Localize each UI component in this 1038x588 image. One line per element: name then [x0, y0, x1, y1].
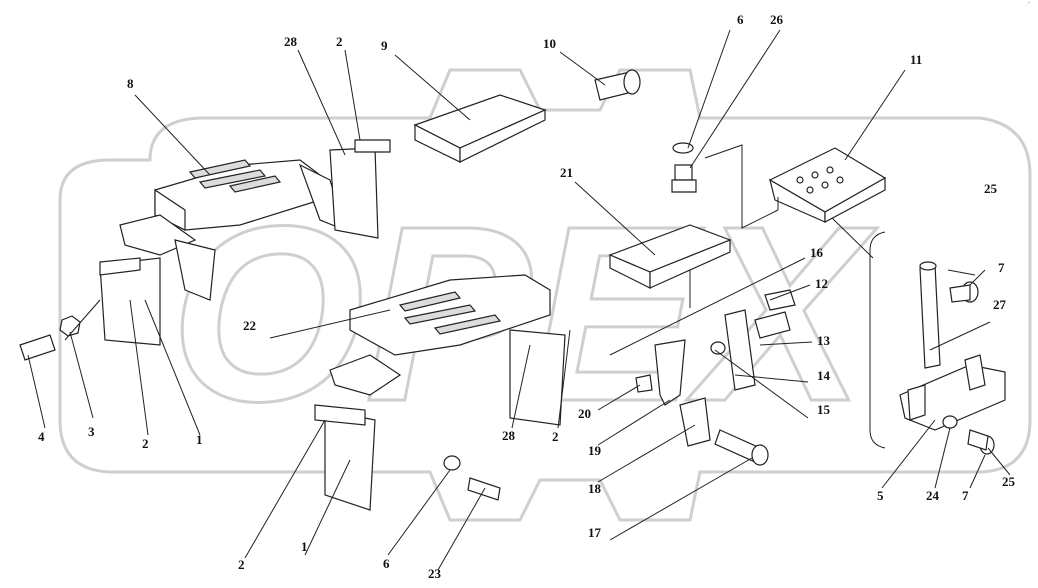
callout-5: 5 [877, 488, 884, 503]
callout-9: 9 [381, 38, 388, 53]
callout-25-bottom: 25 [1002, 474, 1016, 489]
step-plate-21 [608, 224, 732, 289]
callout-7-top: 7 [998, 260, 1005, 275]
mudflap-plate-top [329, 139, 391, 239]
callout-22: 22 [243, 318, 256, 333]
callout-16: 16 [810, 245, 824, 260]
center-fender-assembly [314, 274, 566, 511]
callout-14: 14 [817, 368, 831, 383]
callout-28-center: 28 [502, 428, 516, 443]
callout-28-top: 28 [284, 34, 298, 49]
bolt-23 [443, 455, 501, 501]
bracket-19 [635, 339, 686, 406]
callout-2-top: 2 [336, 34, 343, 49]
step-11 [768, 147, 887, 223]
callout-6-top: 6 [737, 12, 744, 27]
leader-lines [27, 29, 1011, 571]
callout-1-left: 1 [196, 432, 203, 447]
callout-3: 3 [88, 424, 95, 439]
callout-2-bottom: 2 [238, 557, 245, 572]
callout-10: 10 [543, 36, 556, 51]
callout-11: 11 [910, 52, 922, 67]
bracket-5 [899, 354, 1006, 431]
pin-10 [594, 69, 641, 101]
callout-1-bottom: 1 [301, 539, 308, 554]
callout-24: 24 [926, 488, 940, 503]
rod-27 [919, 261, 941, 369]
callout-23: 23 [428, 566, 442, 581]
group-brace [869, 231, 886, 449]
callout-20: 20 [578, 406, 591, 421]
clip-25-top [947, 269, 976, 276]
callout-6-bottom: 6 [383, 556, 390, 571]
callout-18: 18 [588, 481, 602, 496]
callout-26: 26 [770, 12, 784, 27]
callout-15: 15 [817, 402, 831, 417]
callout-4: 4 [38, 429, 45, 444]
spring-18 [679, 397, 711, 447]
step-plate-9 [413, 94, 547, 163]
callout-19: 19 [588, 443, 602, 458]
callout-labels: 28 2 9 10 6 26 11 8 21 25 7 16 12 27 13 … [38, 12, 1016, 581]
callout-12: 12 [815, 276, 828, 291]
hinge-assembly [710, 289, 796, 391]
callout-13: 13 [817, 333, 831, 348]
callout-27: 27 [993, 297, 1007, 312]
pin-7-top [949, 281, 979, 303]
corner-mark: ° [1027, 2, 1030, 8]
callout-7-bottom: 7 [962, 488, 969, 503]
callout-2-left: 2 [142, 436, 149, 451]
callout-17: 17 [588, 525, 602, 540]
assembly-arrows [689, 144, 874, 308]
washer-24 [942, 415, 958, 429]
callout-2-center: 2 [552, 429, 559, 444]
nut-3 [59, 315, 81, 337]
pin-7-bottom [967, 429, 995, 455]
callout-8: 8 [127, 76, 134, 91]
left-fender-assembly [99, 159, 346, 346]
bolt-4 [19, 334, 56, 361]
bolt-17 [714, 429, 769, 466]
bolt-stack [671, 142, 697, 193]
callout-25-top: 25 [984, 181, 998, 196]
callout-21: 21 [560, 165, 573, 180]
